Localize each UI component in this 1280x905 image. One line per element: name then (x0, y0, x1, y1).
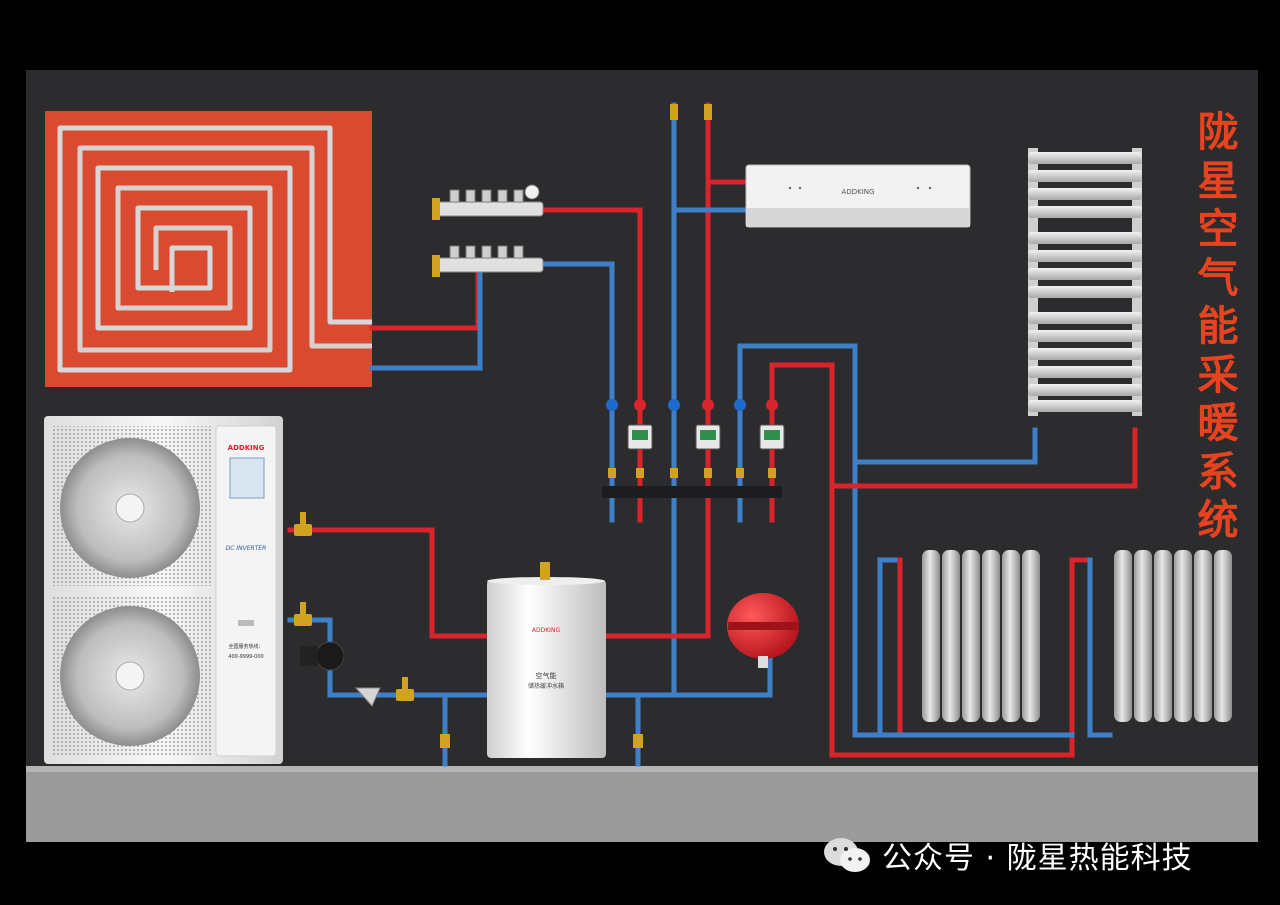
watermark-text: 公众号 · 陇星热能科技 (882, 841, 1193, 876)
mixing-station (602, 104, 785, 498)
y-strainer (354, 687, 381, 707)
heat-pump-brand: ADDKING (228, 444, 265, 452)
circulation-pump (300, 641, 345, 671)
tank-brand: ADDKING (532, 627, 561, 634)
heat-pump-outdoor-unit: ADDKING DC INVERTER 全国服务热线： 400-9999-000 (44, 416, 283, 764)
wall-fan-coil-unit: ADDKING (745, 164, 971, 228)
ball-valves (294, 512, 643, 748)
floor (26, 766, 1258, 842)
floor-heating-manifold (432, 184, 544, 277)
buffer-tank: ADDKING 空气能 储热缓冲水箱 (487, 562, 606, 758)
floor-heating-coil (57, 125, 372, 373)
expansion-tank (727, 593, 799, 668)
wechat-watermark: 公众号 · 陇星热能科技 (822, 832, 1193, 878)
tank-label-2: 储热缓冲水箱 (528, 682, 564, 690)
column-radiator-left (922, 550, 1040, 722)
system-title: 陇 星 空 气 能 采 暖 系 统 (1197, 108, 1239, 544)
hotline-number: 400-9999-000 (228, 654, 263, 660)
pipe-network (287, 102, 1138, 767)
column-radiator-right (1114, 550, 1232, 722)
inverter-badge: DC INVERTER (226, 545, 267, 552)
fan-coil-brand: ADDKING (842, 188, 875, 196)
hotline-label: 全国服务热线： (228, 643, 263, 650)
wechat-icon (824, 838, 870, 872)
tank-label-1: 空气能 (536, 671, 557, 680)
floor-heating-panel (45, 111, 372, 387)
towel-radiator (1028, 148, 1142, 416)
